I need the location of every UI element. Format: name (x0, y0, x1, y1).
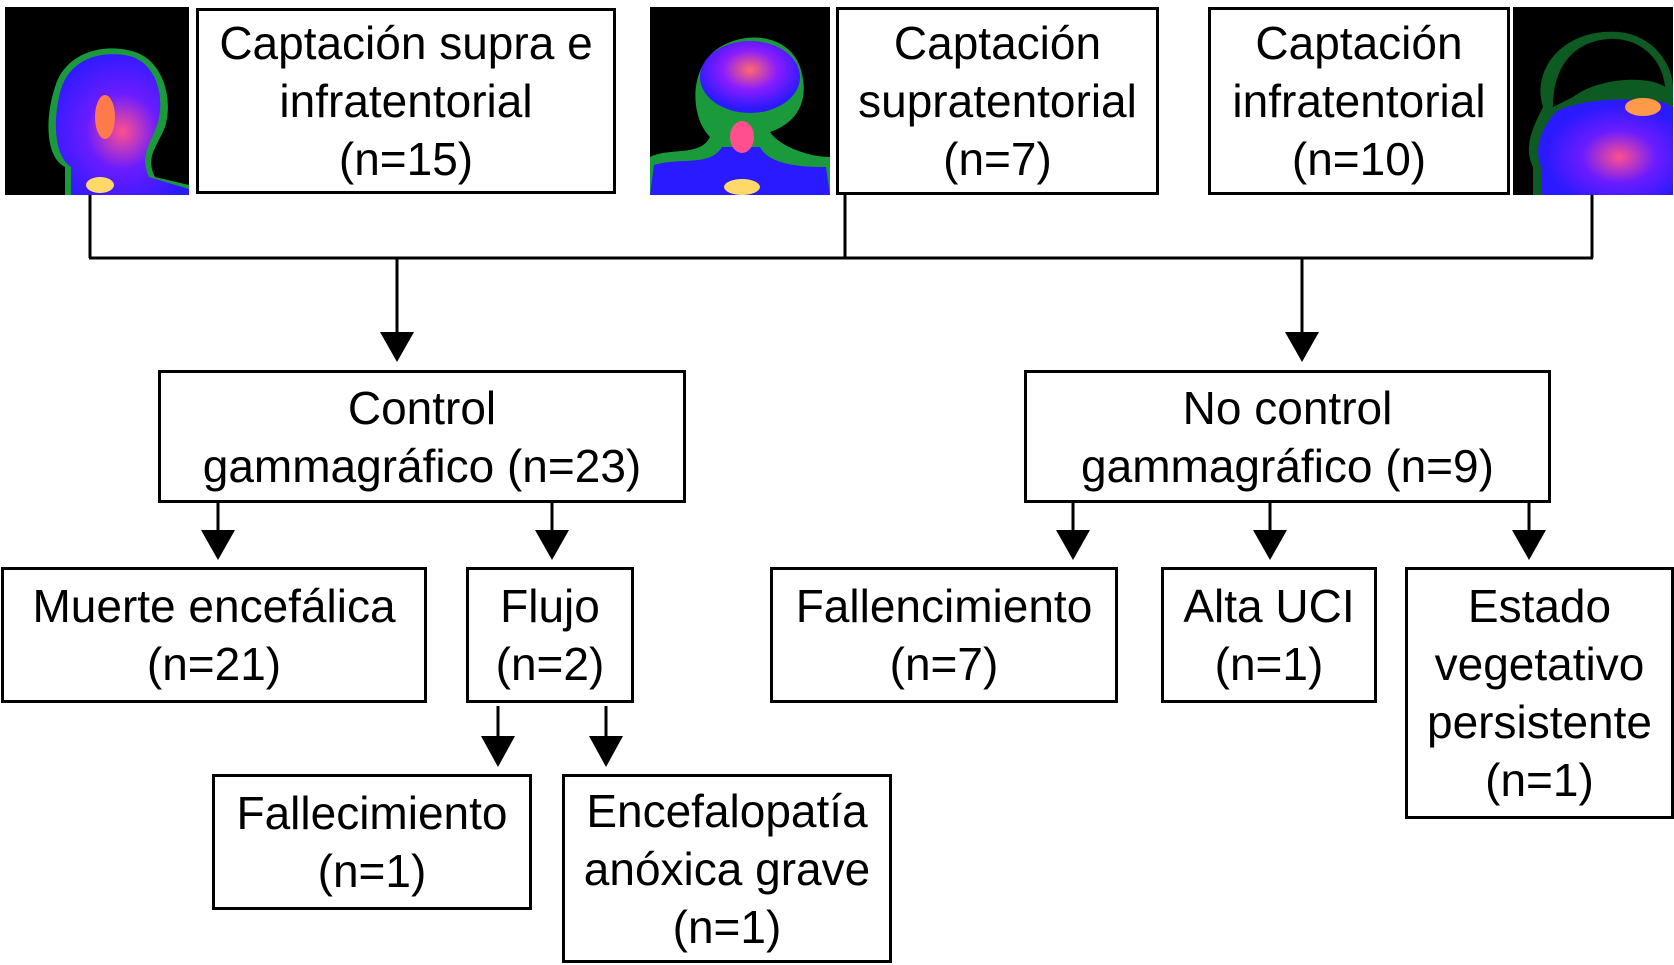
box-estado-vegetativo: Estado vegetativo persistente (n=1) (1405, 567, 1674, 819)
box-encefalopatia-anoxica: Encefalopatía anóxica grave (n=1) (562, 774, 892, 963)
box-fallencimiento: Fallencimiento (n=7) (770, 567, 1118, 703)
box-line: Captación supra e (219, 17, 593, 69)
box-line: persistente (1426, 696, 1652, 748)
box-line: (n=1) (1214, 638, 1324, 690)
box-line: Control (347, 381, 497, 434)
arrow-to-encefalopatia (589, 736, 623, 767)
box-line: (n=1) (672, 900, 782, 953)
arrow-to-flujo (535, 530, 569, 560)
box-line: Fallencimiento (795, 580, 1093, 632)
box-fallecimiento: Fallecimiento (n=1) (212, 774, 532, 910)
box-line: Captación (1255, 17, 1463, 69)
arrow-to-alta (1253, 530, 1287, 560)
arrow-to-fallencimiento (1056, 530, 1090, 560)
box-line: Muerte encefálica (32, 580, 396, 632)
box-line: (n=7) (943, 133, 1052, 185)
scan-image-supra-infra (5, 7, 189, 195)
box-line: (n=7) (889, 638, 999, 690)
box-captacion-supra: Captación supratentorial (n=7) (836, 7, 1159, 195)
box-line: (n=2) (495, 638, 605, 690)
box-line: gammagráfico (n=23) (202, 439, 642, 492)
box-line: supratentorial (858, 75, 1137, 127)
arrow-to-control (380, 332, 414, 362)
arrow-to-estado (1512, 530, 1546, 560)
box-line: Fallecimiento (236, 787, 508, 839)
box-line: No control (1182, 381, 1393, 434)
box-captacion-supra-infra: Captación supra e infratentorial (n=15) (196, 8, 616, 194)
arrow-to-muerte (201, 530, 235, 560)
box-line: infratentorial (1232, 75, 1486, 127)
arrow-to-no-control (1285, 332, 1319, 362)
box-line: gammagráfico (n=9) (1081, 439, 1494, 492)
arrow-to-fallecimiento (481, 736, 515, 767)
box-flujo: Flujo (n=2) (466, 567, 634, 703)
box-line: Encefalopatía (586, 784, 868, 837)
box-captacion-infra: Captación infratentorial (n=10) (1208, 7, 1510, 195)
box-line: Captación (893, 17, 1102, 69)
scan-image-infra (1513, 7, 1673, 195)
box-line: anóxica grave (583, 842, 871, 895)
box-alta-uci: Alta UCI (n=1) (1161, 567, 1377, 703)
box-line: Alta UCI (1183, 580, 1355, 632)
box-line: vegetativo (1434, 638, 1645, 690)
box-line: infratentorial (279, 75, 533, 127)
box-line: (n=15) (338, 133, 474, 185)
box-line: (n=1) (1485, 754, 1594, 806)
box-no-control-gammagrafico: No control gammagráfico (n=9) (1024, 370, 1551, 503)
box-line: (n=21) (146, 638, 282, 690)
box-muerte-encefalica: Muerte encefálica (n=21) (1, 567, 427, 703)
box-line: Flujo (500, 580, 600, 632)
scan-image-supra (650, 7, 830, 195)
box-line: (n=10) (1291, 133, 1427, 185)
box-line: Estado (1467, 580, 1612, 632)
box-line: (n=1) (317, 845, 427, 897)
box-control-gammagrafico: Control gammagráfico (n=23) (158, 370, 686, 503)
